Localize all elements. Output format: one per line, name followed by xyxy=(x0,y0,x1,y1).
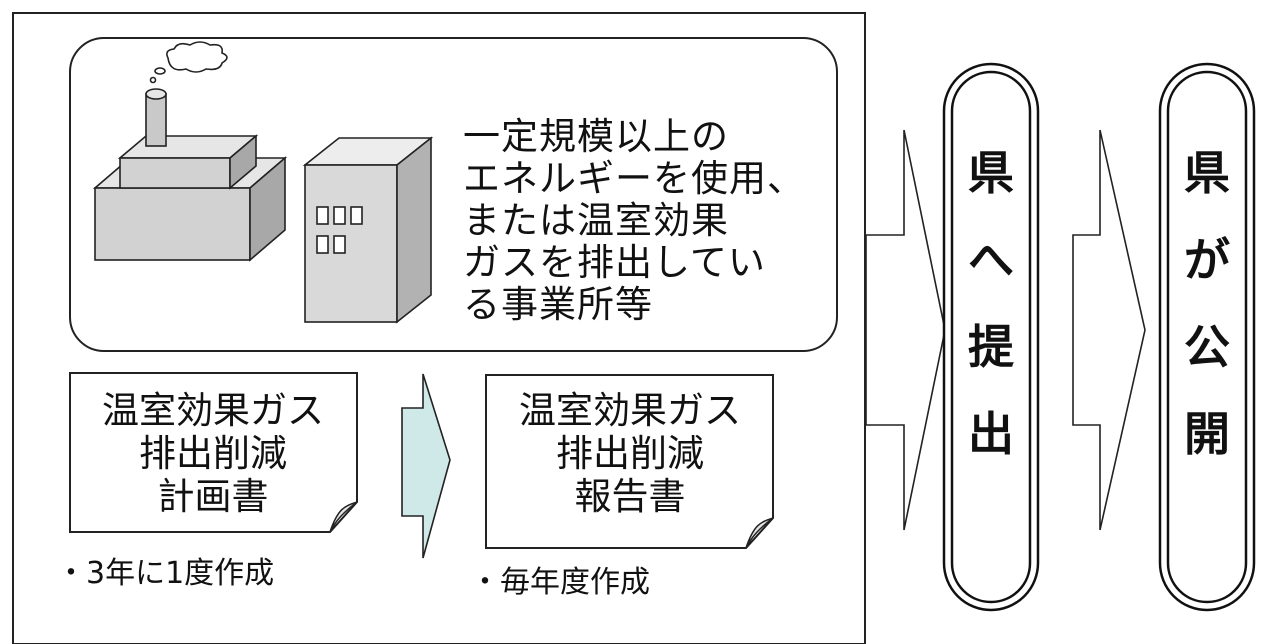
description-line-1: 一定規模以上の xyxy=(463,115,729,158)
plan-document-line-1: 温室効果ガス xyxy=(102,389,324,432)
report-document-line-3: 報告書 xyxy=(574,475,686,518)
description-line-2: エネルギーを使用、 xyxy=(463,157,805,200)
publish-char-2: が xyxy=(1184,233,1230,287)
building-icon xyxy=(302,136,434,324)
plan-frequency-note: ・3年に1度作成 xyxy=(56,556,275,591)
outer-frame xyxy=(12,12,866,644)
submit-char-1: 県 xyxy=(968,146,1014,200)
to-publish-arrow xyxy=(1072,129,1146,531)
submit-char-2: へ xyxy=(968,233,1014,287)
report-frequency-note: ・毎年度作成 xyxy=(470,565,650,600)
factory-icon xyxy=(92,41,288,262)
plan-document-line-3: 計画書 xyxy=(157,475,269,518)
publish-char-1: 県 xyxy=(1184,146,1230,200)
description-box xyxy=(69,37,838,352)
description-line-3: または温室効果 xyxy=(463,199,729,242)
publish-char-3: 公 xyxy=(1184,320,1230,374)
submit-capsule xyxy=(942,62,1040,612)
submit-char-3: 提 xyxy=(968,320,1014,374)
submit-char-4: 出 xyxy=(968,407,1014,461)
report-document-line-1: 温室効果ガス xyxy=(519,389,741,432)
publish-char-4: 開 xyxy=(1184,407,1230,461)
plan-to-report-arrow xyxy=(401,373,451,559)
plan-document-shape xyxy=(69,372,358,533)
to-submit-arrow xyxy=(865,129,946,531)
report-document-shape xyxy=(485,374,774,549)
submit-label: 県 へ 提 出 xyxy=(951,130,1031,478)
report-document-line-2: 排出削減 xyxy=(556,432,704,475)
publish-capsule xyxy=(1158,62,1256,612)
description-line-5: る事業所等 xyxy=(463,283,653,326)
description-line-4: ガスを排出してい xyxy=(463,241,766,284)
publish-label: 県 が 公 開 xyxy=(1167,130,1247,478)
plan-document-line-2: 排出削減 xyxy=(139,432,287,475)
